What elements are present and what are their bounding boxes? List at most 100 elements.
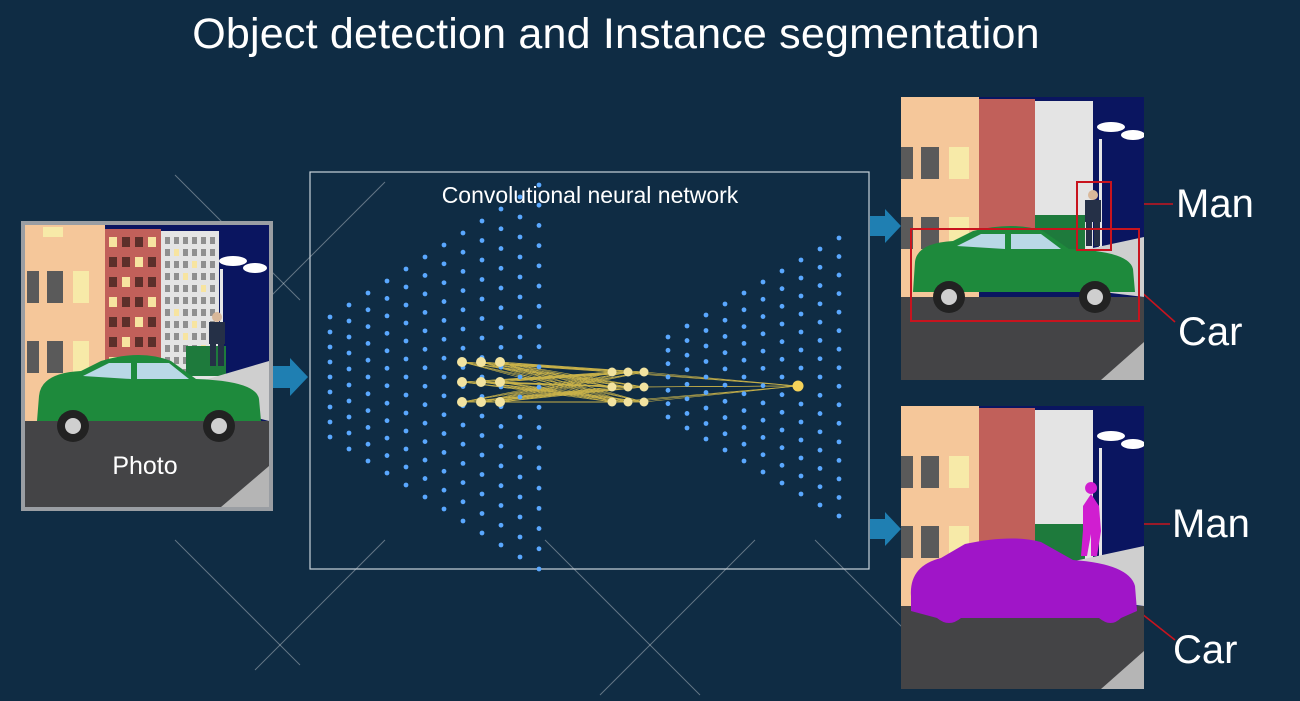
network-node (384, 348, 390, 354)
network-node (422, 402, 428, 408)
car-segment-mask (910, 538, 1137, 623)
network-node (722, 317, 728, 323)
network-node (741, 374, 747, 380)
network-node (346, 446, 352, 452)
network-node (536, 283, 542, 289)
network-node (798, 275, 804, 281)
network-node (517, 394, 523, 400)
network-node (422, 254, 428, 260)
network-node (384, 296, 390, 301)
network-node (760, 279, 766, 285)
network-node (403, 266, 409, 272)
network-node (479, 511, 485, 516)
network-node (460, 326, 466, 332)
network-node (684, 338, 690, 343)
network-node (403, 428, 409, 434)
network-core-node (623, 382, 633, 392)
network-node (441, 318, 447, 323)
network-connection (461, 371, 629, 403)
network-node (817, 429, 823, 435)
network-node (684, 367, 690, 373)
network-node (836, 254, 842, 259)
network-node (665, 347, 671, 353)
network-connection (499, 361, 629, 403)
network-node (741, 341, 747, 346)
network-node (836, 383, 842, 389)
network-core-node (623, 397, 633, 407)
network-node (403, 320, 409, 326)
network-node (779, 462, 785, 468)
network-node (479, 238, 485, 243)
network-node (517, 494, 523, 500)
network-node (479, 218, 485, 224)
man-bounding-box (1076, 181, 1112, 251)
network-node (517, 514, 523, 520)
network-node (498, 503, 504, 508)
network-node (479, 491, 485, 497)
network-node (722, 301, 728, 307)
network-node (536, 445, 542, 451)
network-node (498, 424, 504, 429)
network-core-node (607, 367, 617, 377)
network-node (760, 383, 766, 389)
network-node (536, 243, 542, 249)
arrow-input-icon (272, 358, 308, 396)
network-node (365, 425, 371, 430)
network-node (384, 278, 390, 284)
network-node (536, 465, 542, 471)
network-node (346, 366, 352, 372)
network-core-node (495, 377, 505, 387)
network-node (836, 402, 842, 408)
network-connection (499, 361, 613, 403)
network-node (365, 458, 371, 464)
car-bounding-box (910, 228, 1140, 322)
network-node (536, 384, 542, 390)
network-core-node (495, 357, 505, 367)
network-node (479, 472, 485, 477)
network-core-node (639, 382, 649, 392)
network-connection (499, 361, 645, 388)
background-lines (174, 174, 946, 696)
network-core-node (607, 382, 617, 392)
network-node (779, 339, 785, 345)
network-node (498, 226, 504, 232)
network-node (346, 350, 352, 356)
network-node (798, 311, 804, 317)
network-node (441, 506, 447, 512)
network-node (703, 405, 709, 411)
network-node (517, 254, 523, 260)
network-label: Convolutional neural network (441, 182, 739, 208)
network-node (441, 299, 447, 304)
network-node (817, 447, 823, 453)
network-node (479, 316, 485, 321)
network-node (798, 257, 804, 263)
detection-label-car: Car (1178, 310, 1243, 354)
network-node (684, 323, 690, 329)
network-node (403, 356, 409, 362)
network-node (817, 466, 823, 471)
network-node (817, 356, 823, 362)
network-node (346, 318, 352, 324)
network-node (441, 280, 447, 286)
network-node (422, 383, 428, 389)
network-connection (499, 381, 613, 403)
network-node (798, 491, 804, 497)
network-node (760, 331, 766, 337)
network-connection (643, 371, 799, 387)
network-node (346, 430, 352, 436)
network-node (365, 391, 371, 397)
network-node (536, 324, 542, 329)
network-connection (480, 361, 629, 403)
network-node (760, 417, 766, 423)
network-node (327, 329, 333, 335)
network-node (741, 290, 747, 296)
network-node (498, 246, 504, 251)
network-node (779, 268, 785, 274)
network-node (760, 452, 766, 458)
network-node (741, 391, 747, 397)
network-node (327, 359, 333, 365)
network-node (384, 365, 390, 371)
network-node (365, 441, 371, 447)
network-node (441, 355, 447, 361)
network-node (460, 499, 466, 505)
